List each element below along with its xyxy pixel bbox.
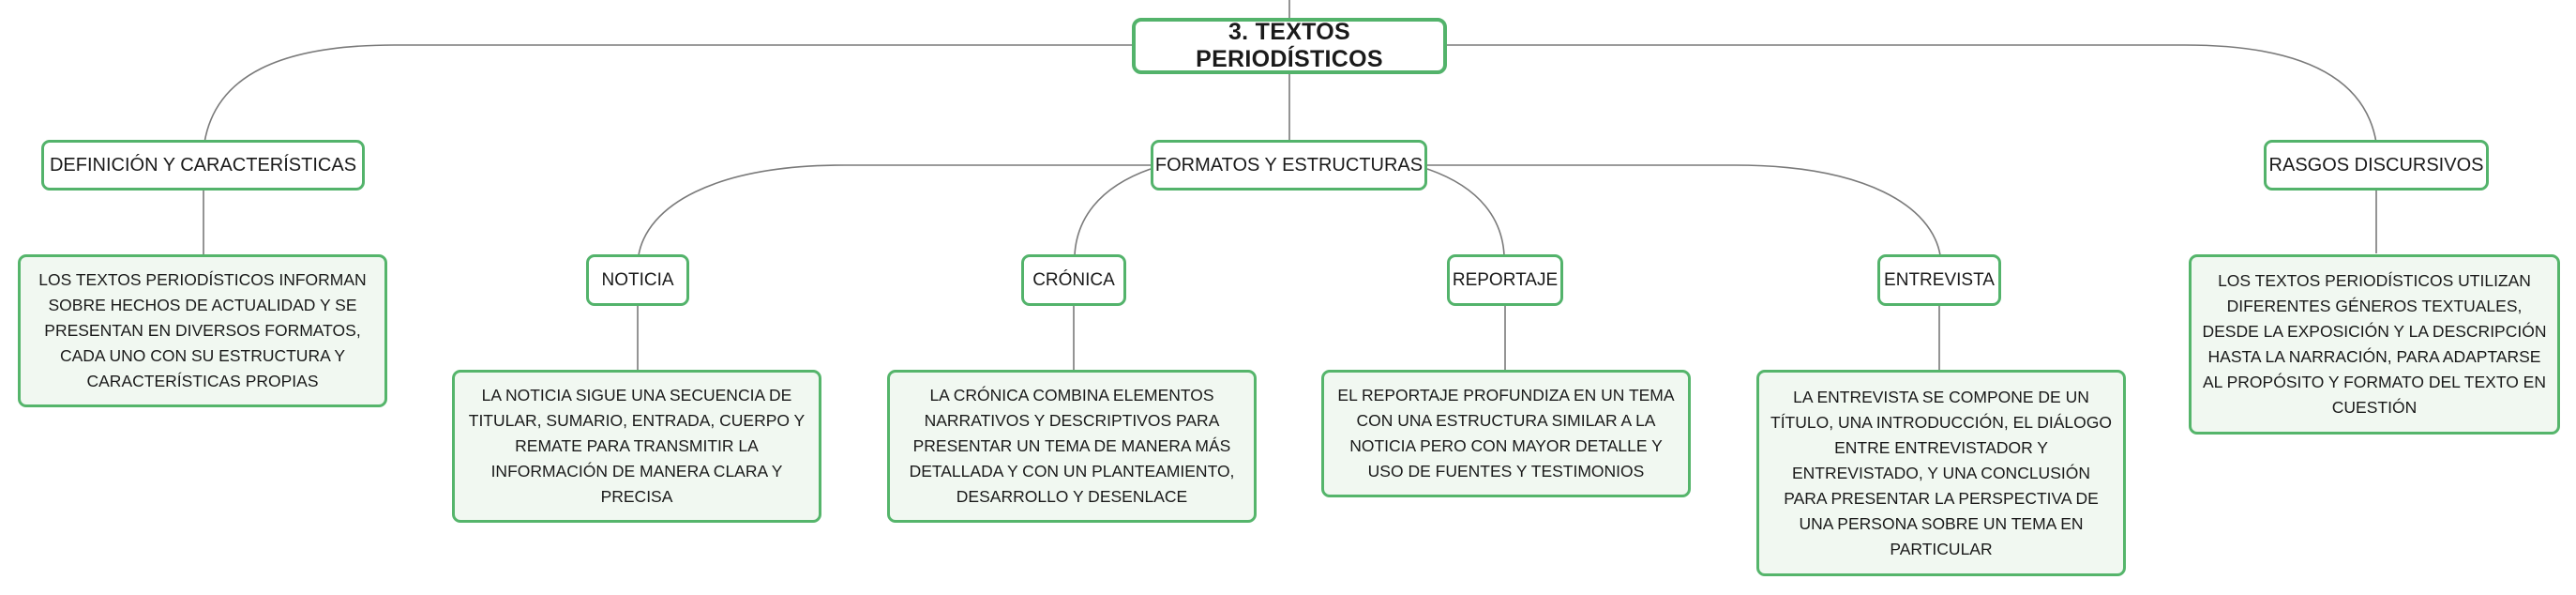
node-noticia[interactable]: NOTICIA — [586, 254, 689, 306]
desc-definicion-text: LOS TEXTOS PERIODÍSTICOS INFORMAN SOBRE … — [38, 270, 367, 390]
desc-rasgos-text: LOS TEXTOS PERIODÍSTICOS UTILIZAN DIFERE… — [2202, 271, 2547, 417]
desc-reportaje: EL REPORTAJE PROFUNDIZA EN UN TEMA CON U… — [1321, 370, 1691, 497]
node-cronica-label: CRÓNICA — [1032, 269, 1115, 290]
node-reportaje-label: REPORTAJE — [1452, 269, 1559, 290]
connector-formatos-noticia — [638, 164, 1151, 256]
desc-noticia: LA NOTICIA SIGUE UNA SECUENCIA DE TITULA… — [452, 370, 821, 523]
node-cronica[interactable]: CRÓNICA — [1021, 254, 1126, 306]
desc-entrevista-text: LA ENTREVISTA SE COMPONE DE UN TÍTULO, U… — [1770, 387, 2112, 558]
desc-rasgos: LOS TEXTOS PERIODÍSTICOS UTILIZAN DIFERE… — [2189, 254, 2560, 435]
desc-entrevista: LA ENTREVISTA SE COMPONE DE UN TÍTULO, U… — [1756, 370, 2126, 576]
node-formatos[interactable]: FORMATOS Y ESTRUCTURAS — [1151, 140, 1427, 191]
desc-cronica-text: LA CRÓNICA COMBINA ELEMENTOS NARRATIVOS … — [909, 386, 1235, 506]
connector-formatos-reportaje — [1426, 168, 1505, 256]
node-rasgos-label: RASGOS DISCURSIVOS — [2268, 154, 2484, 175]
node-entrevista[interactable]: ENTREVISTA — [1877, 254, 2001, 306]
root-label: 3. TEXTOS PERIODÍSTICOS — [1196, 19, 1383, 72]
node-definicion[interactable]: DEFINICIÓN Y CARACTERÍSTICAS — [41, 140, 365, 191]
desc-reportaje-text: EL REPORTAJE PROFUNDIZA EN UN TEMA CON U… — [1337, 386, 1675, 481]
node-entrevista-label: ENTREVISTA — [1884, 269, 1995, 290]
connector-formatos-cronica — [1074, 168, 1152, 256]
node-rasgos[interactable]: RASGOS DISCURSIVOS — [2264, 140, 2489, 191]
node-reportaje[interactable]: REPORTAJE — [1447, 254, 1563, 306]
node-definicion-label: DEFINICIÓN Y CARACTERÍSTICAS — [49, 154, 357, 175]
node-noticia-label: NOTICIA — [601, 269, 674, 290]
connector-root-definicion — [203, 44, 1132, 144]
connector-root-rasgos — [1447, 44, 2377, 144]
desc-noticia-text: LA NOTICIA SIGUE UNA SECUENCIA DE TITULA… — [468, 386, 806, 506]
node-formatos-label: FORMATOS Y ESTRUCTURAS — [1154, 154, 1424, 175]
root-node[interactable]: 3. TEXTOS PERIODÍSTICOS — [1132, 18, 1447, 74]
desc-definicion: LOS TEXTOS PERIODÍSTICOS INFORMAN SOBRE … — [18, 254, 387, 407]
connector-formatos-entrevista — [1427, 164, 1941, 256]
desc-cronica: LA CRÓNICA COMBINA ELEMENTOS NARRATIVOS … — [887, 370, 1257, 523]
